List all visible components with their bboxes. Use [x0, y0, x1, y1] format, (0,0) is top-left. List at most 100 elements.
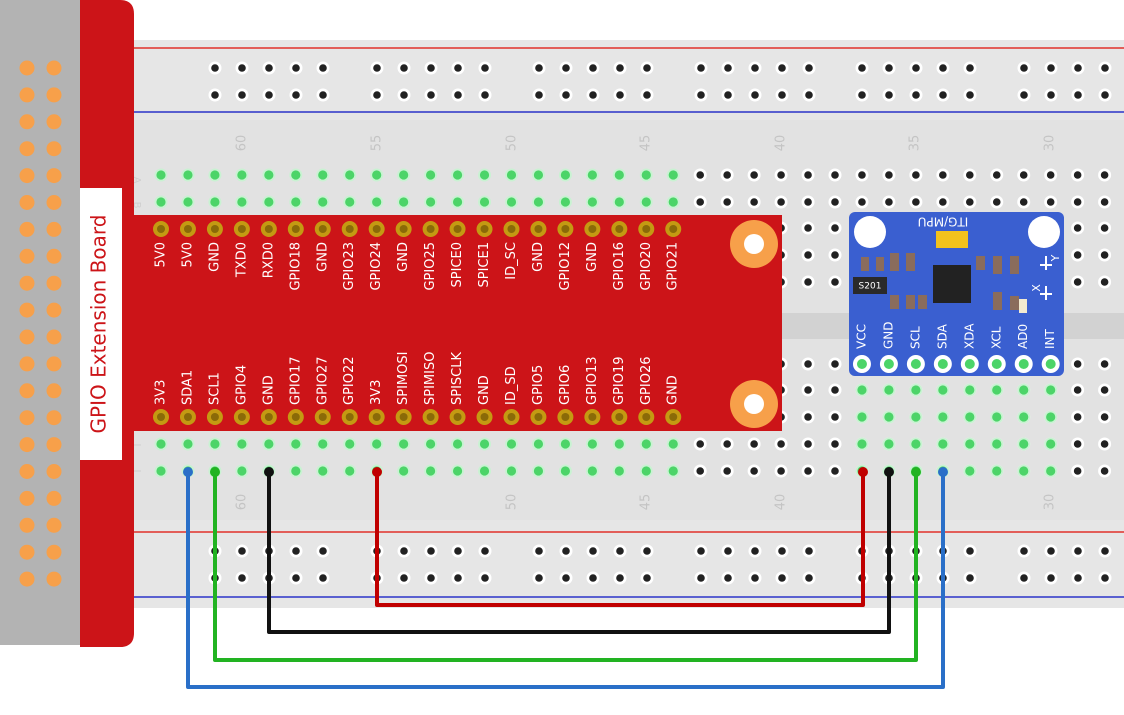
wire-sda-blue [186, 472, 945, 689]
terminal-hole-active-center [965, 466, 975, 476]
rail-hole-center [778, 547, 786, 555]
board-pin [46, 141, 62, 157]
board-pin [46, 410, 62, 426]
terminal-hole-center [614, 466, 624, 476]
rail-hole-center [238, 91, 246, 99]
terminal-hole-center [372, 197, 382, 207]
terminal-hole-active-center [938, 439, 948, 449]
header-pin-center [453, 225, 462, 233]
extension-board-gray-strip [0, 0, 82, 645]
header-pin-label: SPIMOSI [396, 352, 411, 405]
rail-hole-center [562, 574, 570, 582]
module-pin-label: SCL [908, 326, 922, 349]
module-pin-label: XDA [962, 323, 976, 349]
rail-hole-center [858, 91, 866, 99]
rail-hole-center [966, 64, 974, 72]
terminal-hole-center [560, 466, 571, 476]
terminal-hole-center [912, 171, 920, 179]
header-pin-label: GPIO18 [288, 242, 303, 291]
terminal-hole-center [804, 467, 812, 475]
board-pin [19, 464, 35, 479]
rail-hole-center [643, 64, 651, 72]
rail-hole-center [616, 547, 624, 555]
board-pin [19, 410, 35, 426]
rail-hole-center [1047, 64, 1055, 72]
terminal-hole-active-center [884, 439, 894, 449]
board-pin [19, 221, 35, 237]
header-pin-label: RXD0 [261, 242, 276, 278]
rail-hole-center [1047, 547, 1055, 555]
column-number: 30 [1043, 494, 1058, 511]
rail-hole-center [751, 64, 759, 72]
header-pin-center [264, 225, 273, 233]
terminal-hole-center [183, 170, 193, 180]
rail-hole-center [238, 64, 246, 72]
terminal-hole-center [966, 171, 974, 179]
terminal-hole-center [1073, 440, 1082, 448]
terminal-hole-center [750, 198, 758, 206]
terminal-hole-center [831, 171, 839, 179]
header-pin-center [507, 413, 516, 421]
module-pin-label: AD0 [1016, 324, 1030, 349]
rail-hole-center [616, 64, 624, 72]
column-number: 45 [639, 494, 654, 511]
terminal-hole-center [156, 197, 166, 207]
terminal-hole-center [885, 171, 893, 179]
header-pin-label: GND [585, 242, 600, 272]
terminal-hole-active-center [992, 412, 1002, 422]
header-pin-center [561, 225, 570, 233]
rail-hole-center [885, 64, 893, 72]
header-pin-label: GND [477, 375, 492, 405]
terminal-hole-active-center [884, 385, 894, 395]
terminal-hole-center [641, 170, 651, 180]
rail-hole-center [400, 64, 408, 72]
rail-hole-center [724, 547, 732, 555]
wire-end-dot [372, 467, 382, 477]
terminal-hole-center [696, 467, 704, 475]
board-pin [19, 544, 35, 560]
terminal-hole-center [533, 170, 544, 180]
terminal-hole-center [264, 439, 274, 449]
rail-hole-center [966, 547, 974, 555]
wire-end-dot [210, 467, 220, 477]
terminal-hole-center [560, 439, 571, 449]
header-pin-center [561, 413, 570, 421]
rail-hole-center [292, 91, 300, 99]
header-pin-center [534, 225, 543, 233]
axis-x-label: X [1030, 284, 1043, 292]
terminal-hole-active-center [857, 412, 867, 422]
module-pin-label: INT [1043, 328, 1057, 349]
terminal-hole-active-center [992, 385, 1002, 395]
terminal-hole-center [210, 170, 220, 180]
rail-hole-center [1101, 574, 1109, 582]
rail-hole-center [1074, 91, 1082, 99]
rail-hole-center [1101, 91, 1109, 99]
board-pin [46, 60, 62, 76]
terminal-hole-center [587, 197, 597, 207]
regulator-label: S201 [859, 282, 882, 292]
terminal-hole-center [426, 439, 436, 449]
rail-hole-center [643, 547, 651, 555]
terminal-hole-center [777, 198, 785, 206]
rail-hole-center [697, 91, 705, 99]
terminal-hole-center [1100, 278, 1109, 286]
terminal-hole-center [533, 466, 544, 476]
rail-hole-center [535, 91, 543, 99]
terminal-hole-center [452, 170, 463, 180]
module-title: ITG/MPU [918, 215, 969, 229]
header-pin-center [588, 413, 597, 421]
header-pin-center [372, 225, 381, 233]
terminal-hole-center [479, 197, 490, 207]
terminal-hole-center [237, 197, 247, 207]
terminal-hole-center [804, 386, 812, 394]
terminal-hole-center [1100, 386, 1109, 394]
terminal-hole-center [318, 439, 328, 449]
rail-hole-center [211, 91, 219, 99]
terminal-hole-center [614, 170, 624, 180]
board-pin [46, 437, 62, 453]
column-number: 35 [908, 135, 923, 152]
header-pin-center [480, 413, 489, 421]
